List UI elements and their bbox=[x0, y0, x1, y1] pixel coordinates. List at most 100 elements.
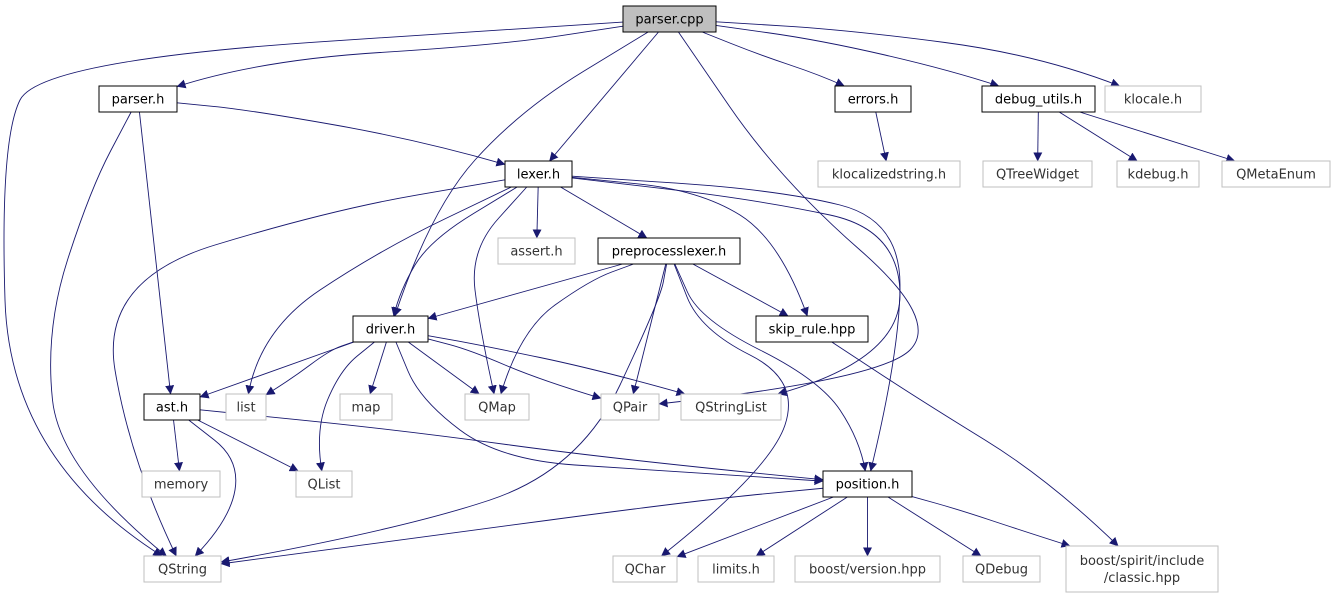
node-memory[interactable]: memory bbox=[141, 470, 221, 498]
node-skip-rule-hpp[interactable]: skip_rule.hpp bbox=[755, 315, 869, 343]
node-box bbox=[622, 5, 717, 33]
edge-parser-cpp-to-driver-h bbox=[393, 31, 649, 317]
node-qdebug[interactable]: QDebug bbox=[962, 555, 1041, 583]
edge-position-h-to-qstring bbox=[220, 487, 824, 568]
node-qlist[interactable]: QList bbox=[295, 470, 353, 498]
node-position-h[interactable]: position.h bbox=[822, 470, 913, 498]
node-klocalizedstring-h[interactable]: klocalizedstring.h bbox=[817, 160, 961, 188]
node-qstringlist[interactable]: QStringList bbox=[680, 393, 782, 421]
edge-parser-cpp-to-debug-utils-h bbox=[715, 25, 1000, 88]
node-label: errors.h bbox=[848, 93, 899, 108]
edge-parser-cpp-to-qstring bbox=[3, 21, 624, 557]
node-kdebug-h[interactable]: kdebug.h bbox=[1116, 160, 1200, 188]
edge-parser-cpp-to-klocale-h bbox=[715, 21, 1121, 88]
edge-driver-h-to-ast-h bbox=[199, 341, 355, 399]
node-qmetaenum[interactable]: QMetaEnum bbox=[1221, 160, 1331, 188]
edge-ast-h-to-qstring bbox=[188, 419, 237, 557]
edge-lexer-h-to-list bbox=[245, 186, 512, 395]
node-label: limits.h bbox=[712, 563, 760, 578]
edge-debug-utils-h-to-qtreewidget bbox=[1033, 111, 1043, 162]
edge-driver-h-to-list bbox=[265, 341, 354, 396]
node-box bbox=[817, 160, 961, 188]
node-box bbox=[497, 237, 576, 265]
node-map[interactable]: map bbox=[339, 393, 393, 421]
edge-ast-h-to-memory bbox=[173, 419, 183, 472]
node-label: parser.h bbox=[112, 93, 165, 108]
node-driver-h[interactable]: driver.h bbox=[352, 315, 429, 343]
edge-lexer-h-to-assert-h bbox=[532, 186, 542, 239]
node-label: driver.h bbox=[366, 323, 415, 338]
node-box bbox=[794, 555, 941, 583]
node-box bbox=[1065, 545, 1219, 593]
node-parser-cpp[interactable]: parser.cpp bbox=[622, 5, 717, 33]
node-label: memory bbox=[154, 478, 209, 493]
node-box bbox=[834, 85, 912, 113]
node-box bbox=[143, 393, 201, 421]
node-boost-version-hpp[interactable]: boost/version.hpp bbox=[794, 555, 941, 583]
node-qmap[interactable]: QMap bbox=[464, 393, 530, 421]
node-label: QMetaEnum bbox=[1236, 168, 1316, 183]
edge-lexer-h-to-qmap bbox=[473, 186, 528, 395]
node-qtreewidget[interactable]: QTreeWidget bbox=[982, 160, 1093, 188]
node-errors-h[interactable]: errors.h bbox=[834, 85, 912, 113]
node-debug-utils-h[interactable]: debug_utils.h bbox=[981, 85, 1096, 113]
node-box bbox=[600, 393, 660, 421]
node-label: klocale.h bbox=[1124, 93, 1182, 108]
node-box bbox=[612, 555, 678, 583]
node-box bbox=[697, 555, 775, 583]
node-box bbox=[1221, 160, 1331, 188]
node-qpair[interactable]: QPair bbox=[600, 393, 660, 421]
edge-debug-utils-h-to-qmetaenum bbox=[1079, 111, 1236, 163]
node-boost-spirit-classic-hpp[interactable]: boost/spirit/include/classic.hpp bbox=[1065, 545, 1219, 593]
edge-lexer-h-to-qstringlist bbox=[571, 177, 901, 397]
edge-ast-h-to-position-h bbox=[199, 409, 824, 484]
edge-skip-rule-hpp-to-boost-spirit-classic-hpp bbox=[831, 341, 1119, 547]
node-box bbox=[98, 85, 178, 113]
edge-driver-h-to-map bbox=[368, 341, 387, 395]
node-box bbox=[141, 470, 221, 498]
node-preprocesslexer-h[interactable]: preprocesslexer.h bbox=[597, 237, 741, 265]
node-klocale-h[interactable]: klocale.h bbox=[1104, 85, 1202, 113]
node-label: kdebug.h bbox=[1128, 168, 1189, 183]
edge-parser-cpp-to-errors-h bbox=[702, 31, 845, 87]
node-box bbox=[339, 393, 393, 421]
node-box bbox=[295, 470, 353, 498]
node-limits-h[interactable]: limits.h bbox=[697, 555, 775, 583]
node-label: QChar bbox=[625, 563, 667, 578]
node-label: QMap bbox=[478, 401, 516, 416]
node-label: klocalizedstring.h bbox=[832, 168, 946, 183]
node-qstring[interactable]: QString bbox=[143, 555, 222, 583]
node-label: QDebug bbox=[975, 563, 1028, 578]
edge-lexer-h-to-driver-h bbox=[391, 186, 518, 317]
node-box bbox=[962, 555, 1041, 583]
edge-ast-h-to-qlist bbox=[197, 419, 299, 472]
edge-position-h-to-qdebug bbox=[887, 496, 982, 557]
node-parser-h[interactable]: parser.h bbox=[98, 85, 178, 113]
node-ast-h[interactable]: ast.h bbox=[143, 393, 201, 421]
node-lexer-h[interactable]: lexer.h bbox=[504, 160, 573, 188]
edge-parser-h-to-ast-h bbox=[138, 111, 175, 395]
edge-driver-h-to-qmap bbox=[407, 341, 480, 395]
node-label: map bbox=[352, 401, 381, 416]
edge-lexer-h-to-skip-rule-hpp bbox=[571, 176, 809, 317]
node-qchar[interactable]: QChar bbox=[612, 555, 678, 583]
node-label: boost/version.hpp bbox=[809, 563, 926, 578]
edge-lexer-h-to-position-h bbox=[571, 175, 901, 472]
node-list[interactable]: list bbox=[225, 393, 267, 421]
node-label: QTreeWidget bbox=[996, 168, 1079, 183]
node-label: QStringList bbox=[695, 401, 767, 416]
edge-preprocesslexer-h-to-qstring bbox=[220, 263, 668, 566]
edge-preprocesslexer-h-to-skip-rule-hpp bbox=[692, 263, 789, 317]
node-box bbox=[755, 315, 869, 343]
node-box bbox=[352, 315, 429, 343]
node-box bbox=[822, 470, 913, 498]
node-box bbox=[504, 160, 573, 188]
node-box bbox=[1104, 85, 1202, 113]
edge-preprocesslexer-h-to-qmap bbox=[499, 263, 634, 395]
node-assert-h[interactable]: assert.h bbox=[497, 237, 576, 265]
node-label: preprocesslexer.h bbox=[612, 245, 726, 260]
edge-errors-h-to-klocalizedstring-h bbox=[875, 111, 889, 162]
edge-driver-h-to-qpair bbox=[427, 338, 602, 401]
